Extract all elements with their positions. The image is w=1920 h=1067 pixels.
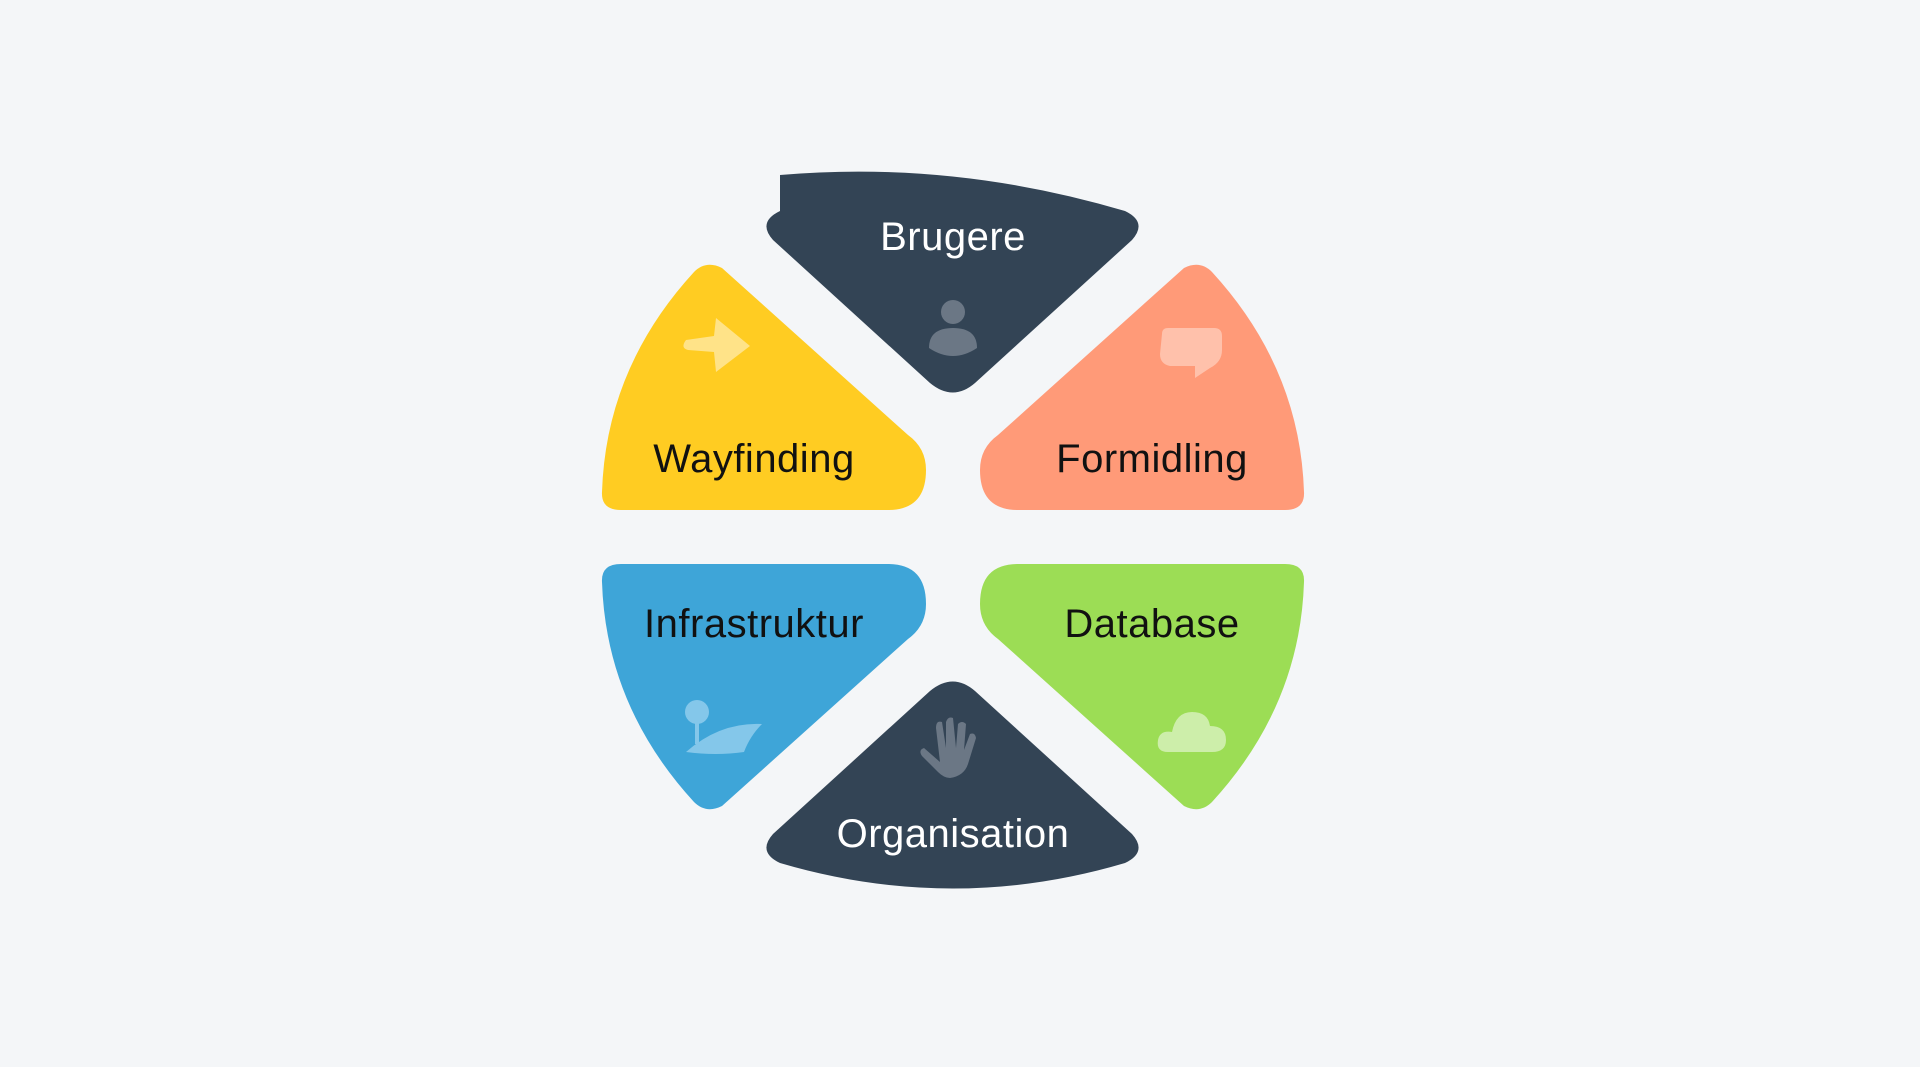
segment-formidling[interactable]: Formidling [980,264,1305,510]
segment-organisation[interactable]: Organisation [766,681,1139,889]
cloud-icon [1157,712,1226,752]
segment-infrastruktur-shape [601,564,926,810]
segment-wayfinding[interactable]: Wayfinding [601,264,926,510]
segment-infrastruktur[interactable]: Infrastruktur [601,564,926,810]
segment-infrastruktur-label: Infrastruktur [644,602,864,646]
segment-database-label: Database [1064,602,1239,646]
segment-brugere[interactable]: Brugere [766,171,1139,393]
segment-formidling-shape [980,264,1305,510]
segment-formidling-label: Formidling [1056,437,1248,481]
segment-brugere-label: Brugere [880,215,1026,259]
landscape-icon [685,700,762,754]
segment-brugere-shape [766,171,1139,393]
segment-organisation-label: Organisation [837,812,1070,856]
segment-wayfinding-shape [601,264,926,510]
arrow-right-icon [683,318,750,372]
segment-database[interactable]: Database [980,564,1305,810]
user-icon [929,300,977,356]
segment-wayfinding-label: Wayfinding [653,437,854,481]
segment-organisation-shape [766,681,1139,889]
hand-icon [920,717,976,778]
speech-bubble-icon [1160,328,1222,378]
